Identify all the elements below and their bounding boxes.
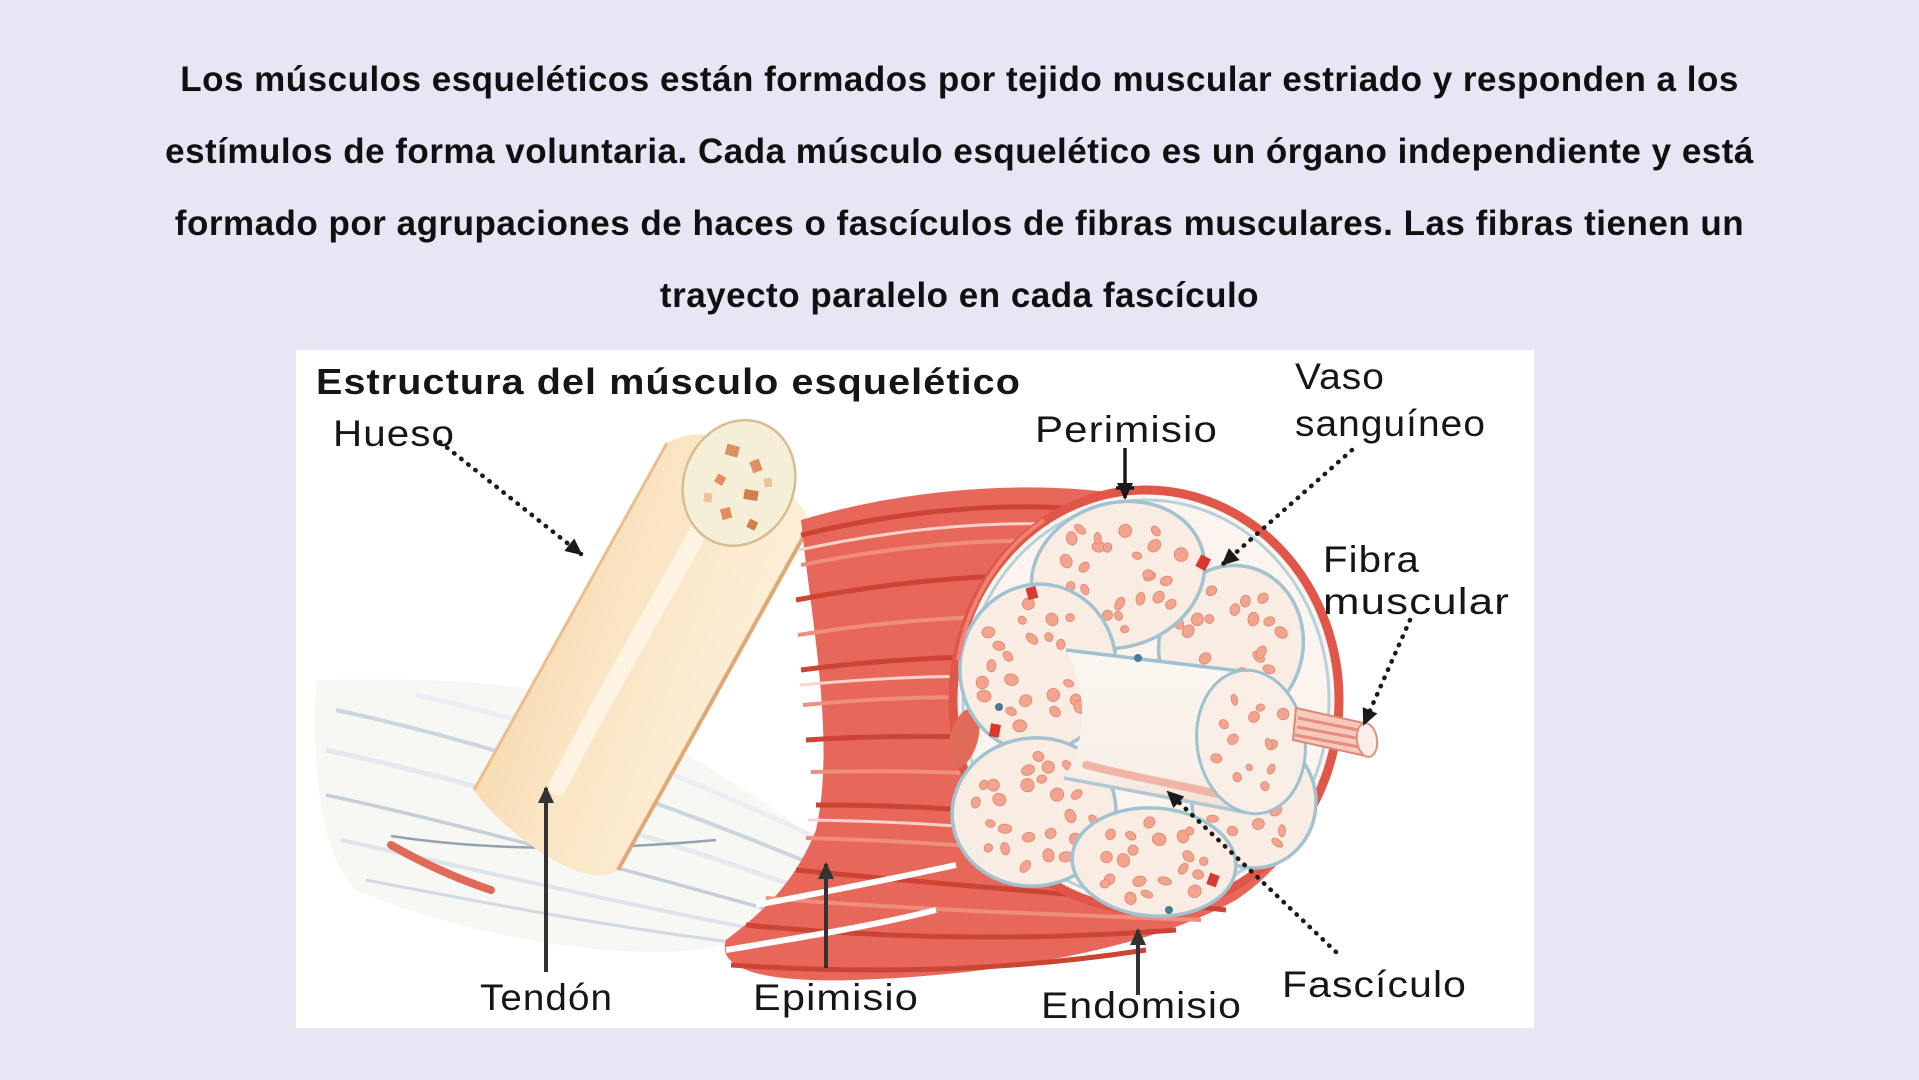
label-fasciculo: Fascículo: [1282, 964, 1467, 1005]
intro-line-1: Los músculos esqueléticos están formados…: [180, 60, 1739, 99]
bone-illustration: [472, 418, 813, 876]
label-tendon: Tendón: [480, 977, 613, 1018]
label-epimisio: Epimisio: [753, 977, 919, 1018]
fascicle: [1070, 806, 1238, 918]
muscle-diagram: Estructura del músculo esquelético Hueso…: [314, 356, 1510, 1026]
fibra-muscular-arrow: [1361, 617, 1413, 727]
bone-spongy-texture: [703, 443, 773, 531]
svg-text:sanguíneo: sanguíneo: [1295, 403, 1486, 444]
muscle-cross-section: [948, 485, 1379, 918]
muscle-fiber-gaps: [725, 862, 957, 953]
pulled-fascicle: [1063, 648, 1307, 816]
svg-text:muscular: muscular: [1323, 581, 1510, 622]
fasciculo-arrow: [1165, 789, 1339, 955]
label-perimisio: Perimisio: [1035, 409, 1218, 450]
intro-line-4: trayecto paralelo en cada fascículo: [659, 276, 1260, 315]
diagram-title: Estructura del músculo esquelético: [316, 361, 1021, 402]
muscle-diagram-panel: Estructura del músculo esquelético Hueso…: [296, 350, 1534, 1028]
hueso-arrow: [437, 439, 584, 557]
disc-muscle-wedge: [948, 708, 980, 768]
vaso-sanguineo-arrow: [1220, 447, 1355, 567]
muscle-fiber: [1291, 706, 1379, 758]
label-endomisio: Endomisio: [1041, 985, 1242, 1026]
label-hueso: Hueso: [333, 413, 455, 454]
svg-text:Fibra: Fibra: [1323, 539, 1420, 580]
label-fibra-muscular: Fibra muscular: [1323, 539, 1510, 622]
intro-line-3: formado por agrupaciones de haces o fasc…: [174, 204, 1745, 243]
intro-paragraph: Los músculos esqueléticos están formados…: [0, 44, 1919, 332]
blood-vessel-dots: [988, 554, 1220, 914]
bone-cut-face: [681, 418, 797, 548]
annotation-arrows: [437, 439, 1413, 995]
epimysium-wrap: [956, 487, 1125, 661]
svg-text:Vaso: Vaso: [1295, 356, 1385, 397]
intro-line-2: estímulos de forma voluntaria. Cada músc…: [165, 132, 1754, 171]
label-vaso-sanguineo: Vaso sanguíneo: [1295, 356, 1486, 444]
